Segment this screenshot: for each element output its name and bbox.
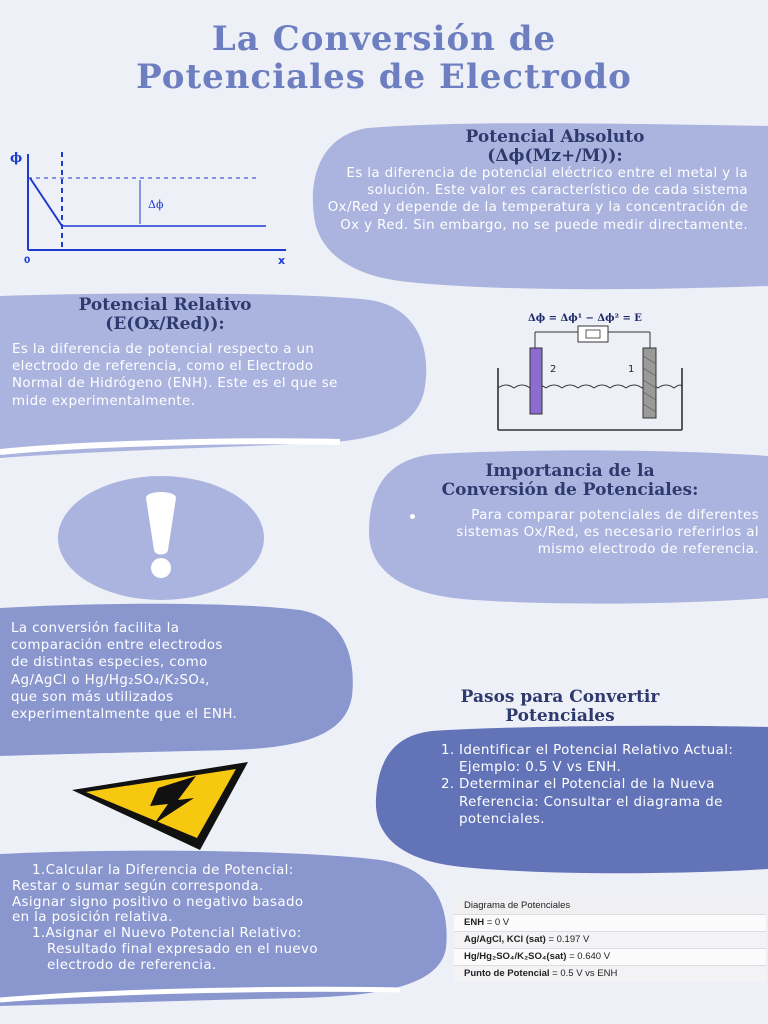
pasos-step-2-text: Determinar el Potencial de la Nueva Refe… bbox=[459, 777, 723, 827]
calculo-line-1: 1.Calcular la Diferencia de Potencial: bbox=[32, 863, 294, 878]
calculo-line-6: Resultado final expresado en el nuevo bbox=[47, 941, 318, 957]
absoluto-blob bbox=[312, 123, 768, 290]
calculo-line-4: en la posición relativa. bbox=[12, 910, 173, 926]
graph-origin-label: 0 bbox=[24, 256, 30, 266]
importancia-heading-line2: Conversión de Potenciales: bbox=[441, 480, 699, 500]
diagrama-row-value: = 0 V bbox=[484, 917, 510, 928]
importancia-blob bbox=[369, 450, 768, 604]
conversion-line-1: La conversión facilita la bbox=[11, 621, 180, 636]
pasos-list: 1. Identificar el Potencial Relativo Act… bbox=[441, 742, 747, 828]
absoluto-heading-line1: Potencial Absoluto bbox=[465, 127, 645, 147]
relativo-body: Es la diferencia de potencial respecto a… bbox=[12, 342, 338, 409]
electrochemical-cell-diagram: Δϕ = Δϕ¹ − Δϕ² = E 2 1 bbox=[497, 313, 683, 431]
relativo-heading: Potencial Relativo (E(Ox/Red)): bbox=[20, 296, 310, 334]
pasos-step-2: 2. Determinar el Potencial de la Nueva R… bbox=[441, 776, 747, 828]
page-title: La Conversión de Potenciales de Electrod… bbox=[0, 20, 768, 96]
calculo-line-2: Restar o sumar según corresponda. bbox=[12, 878, 264, 894]
cell-label-2: 2 bbox=[550, 364, 556, 375]
conversion-line-5: que son más utilizados bbox=[11, 689, 174, 705]
diagrama-row-label: Ag/AgCl, KCl (sat) bbox=[464, 934, 546, 945]
diagrama-row: ENH = 0 V bbox=[454, 914, 766, 931]
diagrama-row-label: Hg/Hg₂SO₄/K₂SO₄(sat) bbox=[464, 951, 567, 962]
diagrama-row-label: ENH bbox=[464, 917, 485, 928]
importancia-heading-line1: Importancia de la bbox=[485, 461, 655, 481]
calculo-line-3: Asignar signo positivo o negativo basado bbox=[12, 894, 304, 910]
absoluto-body: Es la diferencia de potencial eléctrico … bbox=[327, 166, 748, 233]
pasos-step-1-text: Identificar el Potencial Relativo Actual… bbox=[459, 743, 734, 776]
importancia-bullet-dot bbox=[410, 514, 415, 519]
calculo-blob bbox=[0, 850, 447, 1006]
graph-x-label: x bbox=[278, 254, 285, 267]
calculo-line-7: electrodo de referencia. bbox=[47, 957, 217, 973]
importancia-bullet: Para comparar potenciales de diferentes … bbox=[456, 508, 759, 558]
diagrama-row-value: = 0.5 V vs ENH bbox=[549, 968, 618, 979]
cell-label-1: 1 bbox=[628, 364, 634, 375]
diagrama-row: Ag/AgCl, KCl (sat) = 0.197 V bbox=[454, 931, 766, 948]
absoluto-heading-line2: (Δϕ(Mz+/M)): bbox=[487, 146, 623, 166]
conversion-body: La conversión facilita la comparación en… bbox=[11, 620, 341, 723]
relativo-blob bbox=[0, 293, 427, 458]
pasos-step-1: 1. Identificar el Potencial Relativo Act… bbox=[441, 742, 747, 776]
relativo-heading-line2: (E(Ox/Red)): bbox=[105, 314, 225, 334]
conversion-line-6: experimentalmente que el ENH. bbox=[11, 707, 238, 723]
absoluto-heading: Potencial Absoluto (Δϕ(Mz+/M)): bbox=[410, 128, 700, 166]
pasos-step-2-number: 2. bbox=[441, 777, 455, 793]
potential-graph: ϕ 0 x Δϕ bbox=[10, 151, 286, 267]
diagrama-row: Hg/Hg₂SO₄/K₂SO₄(sat) = 0.640 V bbox=[454, 948, 766, 965]
pasos-blob bbox=[375, 725, 768, 874]
pasos-heading: Pasos para Convertir Potenciales bbox=[402, 688, 718, 726]
conversion-line-4: Ag/AgCl o Hg/Hg₂SO₄/K₂SO₄, bbox=[11, 672, 210, 688]
relativo-heading-line1: Potencial Relativo bbox=[78, 295, 252, 315]
pasos-heading-line1: Pasos para Convertir bbox=[460, 687, 660, 707]
pasos-heading-line2: Potenciales bbox=[505, 706, 615, 726]
diagrama-row-value: = 0.640 V bbox=[566, 951, 611, 962]
title-line-2: Potenciales de Electrodo bbox=[136, 57, 632, 97]
title-line-1: La Conversión de bbox=[211, 19, 557, 59]
conversion-line-2: comparación entre electrodos bbox=[11, 638, 223, 654]
calculo-body: 1.Calcular la Diferencia de Potencial: R… bbox=[12, 863, 432, 974]
diagrama-row-value: = 0.197 V bbox=[545, 934, 590, 945]
pasos-step-1-number: 1. bbox=[441, 743, 455, 758]
graph-y-label: ϕ bbox=[10, 151, 22, 166]
conversion-blob bbox=[0, 603, 353, 756]
graph-delta-label: Δϕ bbox=[148, 198, 164, 211]
cell-equation: Δϕ = Δϕ¹ − Δϕ² = E bbox=[528, 313, 642, 324]
calculo-line-5: 1.Asignar el Nuevo Potencial Relativo: bbox=[32, 926, 302, 942]
high-voltage-warning-icon bbox=[72, 762, 248, 850]
diagrama-title: Diagrama de Potenciales bbox=[454, 897, 766, 914]
exclamation-icon bbox=[58, 476, 264, 600]
importancia-heading: Importancia de la Conversión de Potencia… bbox=[375, 462, 765, 500]
diagrama-row: Punto de Potencial = 0.5 V vs ENH bbox=[454, 965, 766, 982]
diagrama-row-label: Punto de Potencial bbox=[464, 968, 550, 979]
conversion-line-3: de distintas especies, como bbox=[11, 655, 208, 671]
